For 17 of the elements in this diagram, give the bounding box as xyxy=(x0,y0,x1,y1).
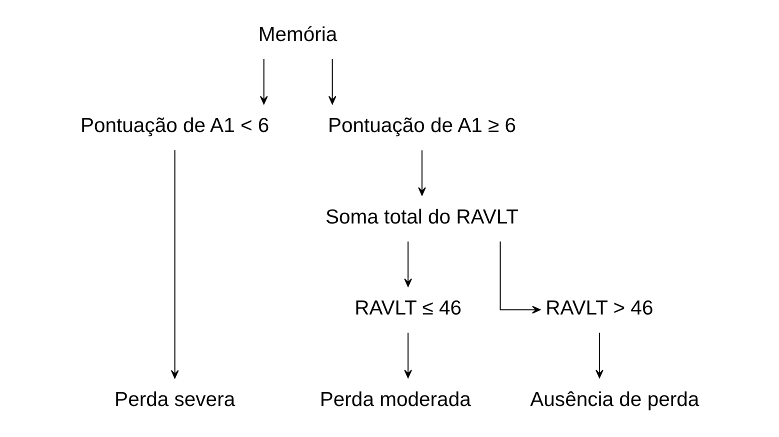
node-text: RAVLT > 46 xyxy=(545,298,653,320)
arrow xyxy=(404,332,412,378)
arrow xyxy=(418,150,426,196)
arrow xyxy=(328,59,336,104)
arrow xyxy=(595,332,603,378)
node-text: Soma total do RAVLT xyxy=(325,206,518,228)
arrow xyxy=(259,59,268,104)
node-text: Pontuação de A1 < 6 xyxy=(80,115,269,138)
arrow xyxy=(499,242,540,314)
node-text: Perda severa xyxy=(114,388,235,411)
node-text: RAVLT ≤ 46 xyxy=(354,298,461,320)
node-text: Memória xyxy=(258,24,337,46)
node-text: Perda moderada xyxy=(319,388,470,411)
node-text: Pontuação de A1 ≥ 6 xyxy=(327,115,516,138)
arrow xyxy=(170,150,178,379)
arrow xyxy=(404,242,412,287)
node-text: Ausência de perda xyxy=(530,388,699,411)
